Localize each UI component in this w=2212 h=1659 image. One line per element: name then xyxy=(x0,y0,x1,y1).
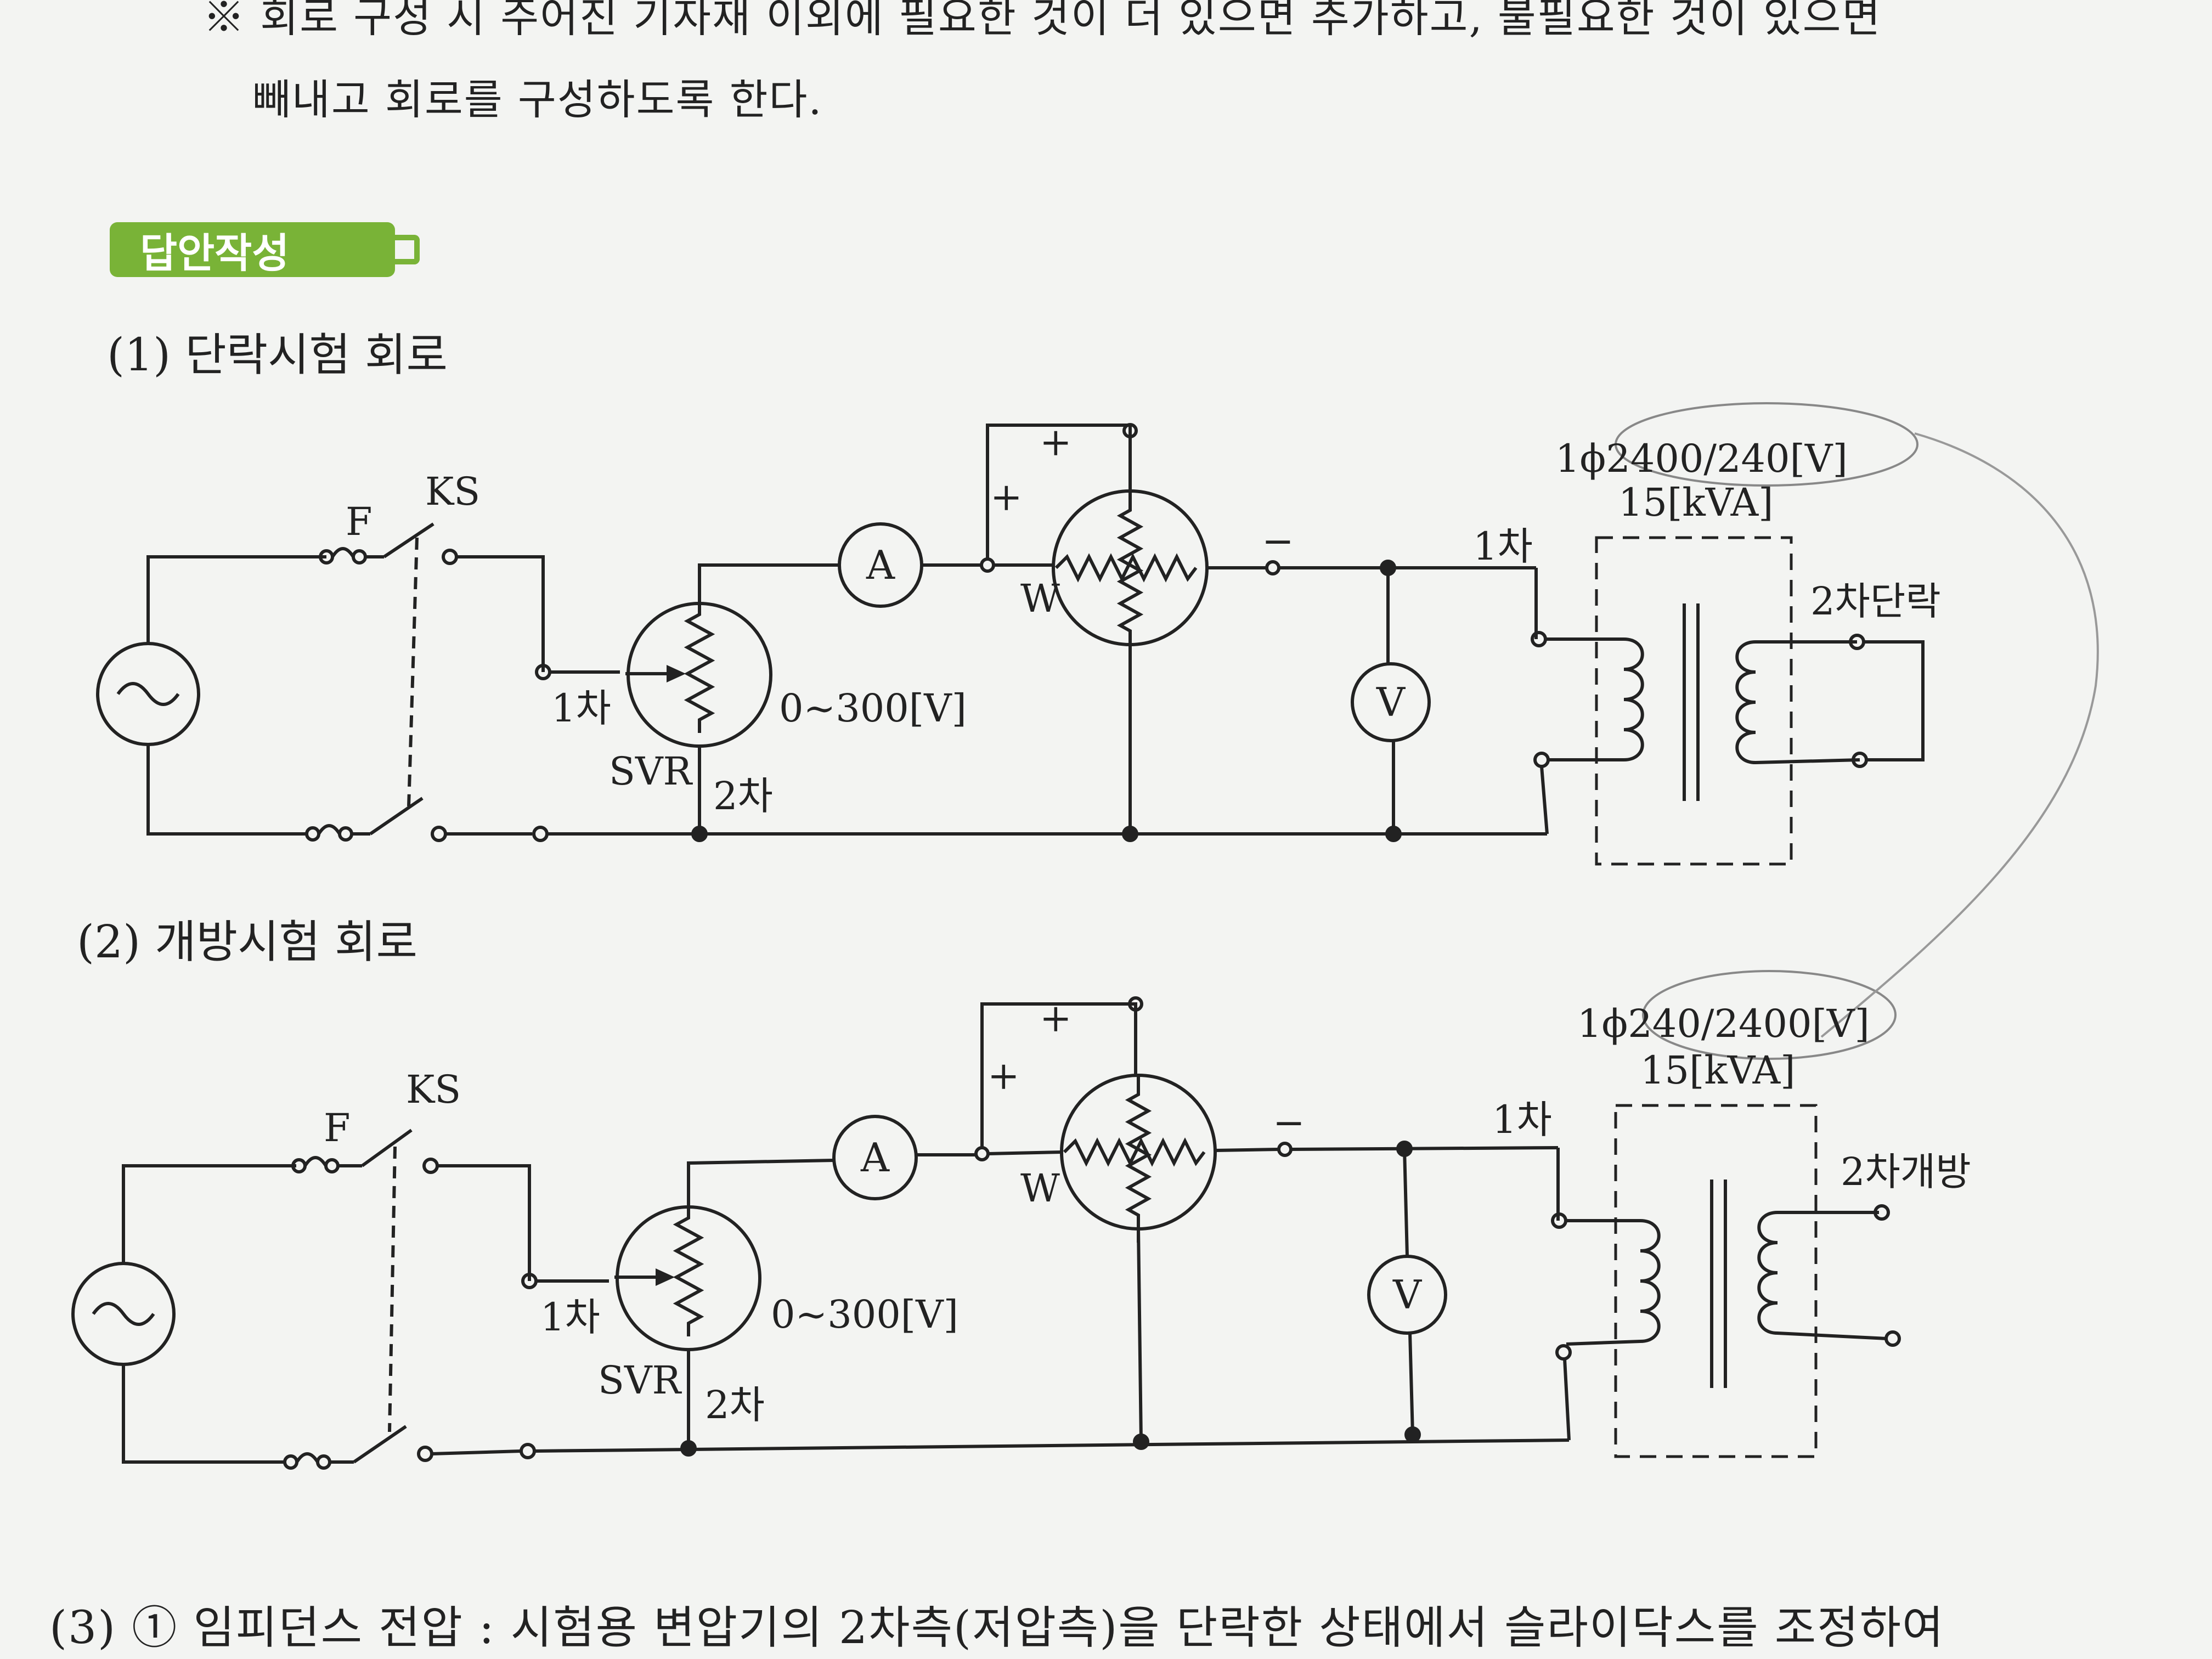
voltmeter-1-label: V xyxy=(1376,679,1406,725)
badge-label: 답안작성 xyxy=(140,229,290,277)
fuse-1-top xyxy=(319,547,384,565)
ac-source-2 xyxy=(71,1262,176,1366)
plus-2b: + xyxy=(988,1053,1020,1098)
svr-1-label: SVR xyxy=(609,749,693,794)
fuse-2-top xyxy=(291,1156,362,1173)
svr-2 xyxy=(614,1205,761,1351)
fuse-1-bottom xyxy=(305,824,370,842)
fuse-2-bottom xyxy=(283,1452,354,1470)
svr-2-range-label: 0~300[V] xyxy=(771,1292,958,1337)
minus-2: − xyxy=(1273,1100,1305,1145)
transformer-2 xyxy=(1551,1104,1901,1458)
switch-2-label: KS xyxy=(406,1067,461,1112)
note-line-2: 빼내고 회로를 구성하도록 한다. xyxy=(252,75,823,124)
svr-1-primary-label: 1차 xyxy=(551,686,611,731)
voltmeter-2 xyxy=(1367,1255,1447,1335)
open-circuit-diagram xyxy=(71,432,2099,1470)
ac-source-1 xyxy=(96,642,200,746)
transformer-1-primary-label: 1차 xyxy=(1473,524,1533,569)
wattmeter-1 xyxy=(1052,489,1209,658)
ammeter-2 xyxy=(832,1115,918,1200)
note-line-1: ※ 회로 구성 시 주어진 기자재 이외에 필요한 것이 더 있으면 추가하고,… xyxy=(203,0,1882,42)
transformer-1 xyxy=(1531,536,1925,866)
wattmeter-1-label: W xyxy=(1020,576,1060,621)
svr-2-primary-label: 1차 xyxy=(540,1295,600,1340)
transformer-2-primary-label: 1차 xyxy=(1492,1097,1552,1142)
wattmeter-2 xyxy=(1060,1074,1217,1243)
ammeter-2-label: A xyxy=(860,1135,890,1181)
wattmeter-2-label: W xyxy=(1020,1166,1060,1211)
heading-short-circuit: (1) 단락시험 회로 xyxy=(107,329,448,381)
svr-2-secondary-label: 2차 xyxy=(705,1383,765,1427)
footer-line: (3) ① 임피던스 전압 : 시험용 변압기의 2차측(저압측)을 단락한 상… xyxy=(49,1602,1945,1654)
svr-1 xyxy=(625,602,772,748)
voltmeter-1 xyxy=(1351,662,1431,742)
heading-open-circuit: (2) 개방시험 회로 xyxy=(77,916,417,968)
transformer-1-secondary-label: 2차단락 xyxy=(1810,579,1941,624)
svr-2-label: SVR xyxy=(598,1358,682,1403)
badge-tab-shape xyxy=(387,235,420,264)
ammeter-1-label: A xyxy=(866,542,895,588)
svr-1-secondary-label: 2차 xyxy=(713,774,773,819)
plus-2a: + xyxy=(1040,996,1072,1041)
plus-1a: + xyxy=(1040,420,1072,465)
transformer-2-capacity: 15[kVA] xyxy=(1640,1048,1795,1093)
short-circuit-diagram xyxy=(96,402,1925,866)
minus-1: − xyxy=(1262,518,1294,563)
voltmeter-2-label: V xyxy=(1392,1272,1423,1318)
fuse-1-label: F xyxy=(346,499,373,544)
switch-1-label: KS xyxy=(425,469,480,514)
plus-1b: + xyxy=(990,475,1023,520)
transformer-1-rating: 1ϕ2400/240[V] xyxy=(1555,436,1848,481)
fuse-2-label: F xyxy=(324,1105,351,1150)
transformer-1-capacity: 15[kVA] xyxy=(1618,480,1773,525)
transformer-2-rating: 1ϕ240/2400[V] xyxy=(1577,1001,1870,1046)
answer-badge: 답안작성 xyxy=(110,222,395,277)
svr-1-range-label: 0~300[V] xyxy=(779,686,967,731)
transformer-2-secondary-label: 2차개방 xyxy=(1841,1149,1971,1194)
